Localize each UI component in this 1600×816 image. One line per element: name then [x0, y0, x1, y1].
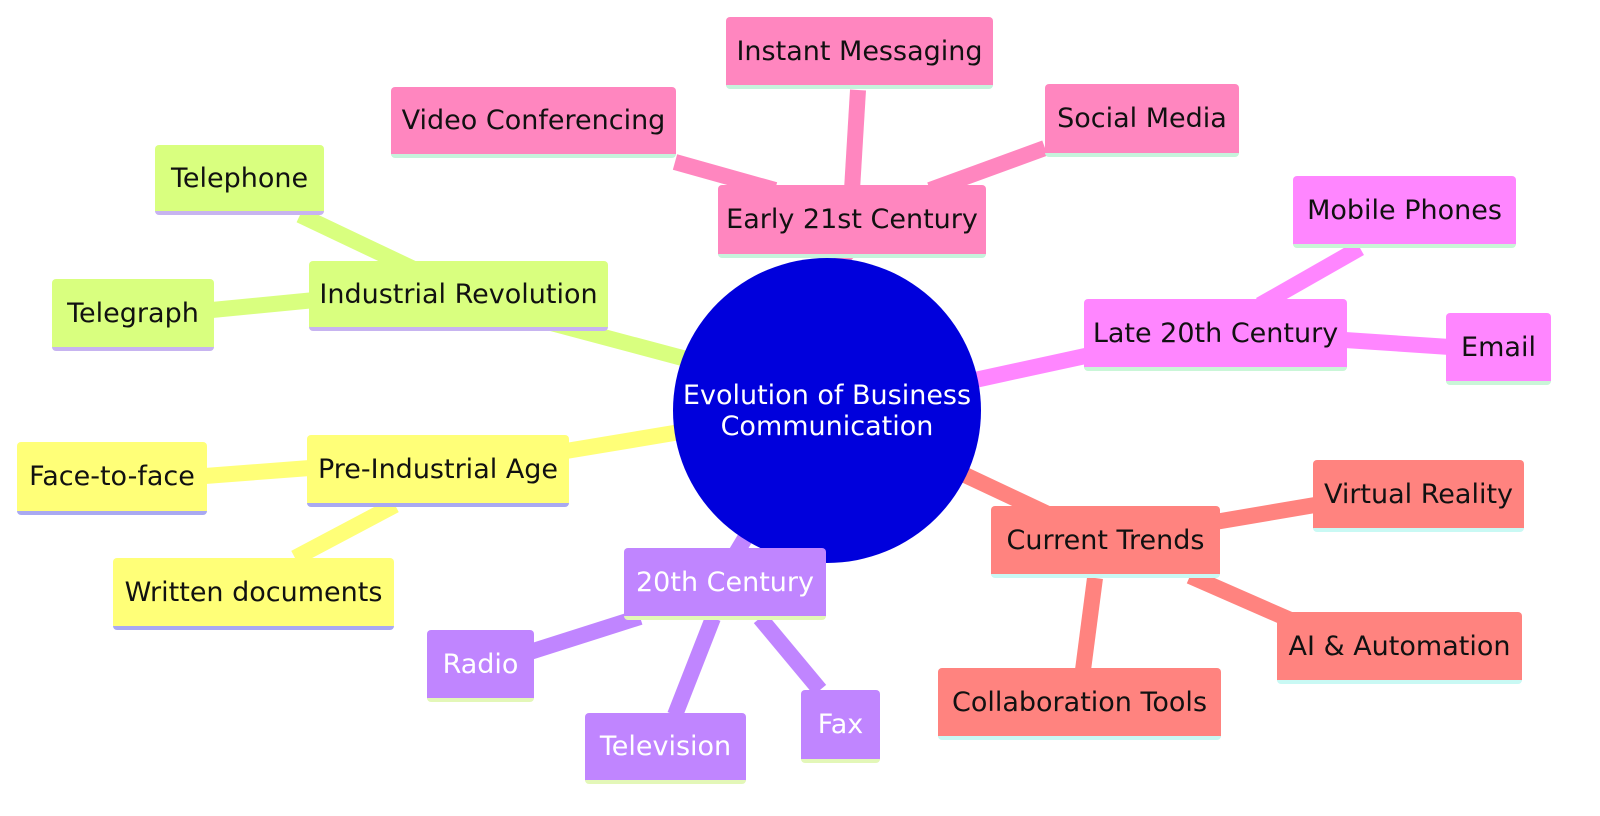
leaf-fax[interactable]: Fax	[801, 690, 880, 763]
edge-c20-fax	[753, 612, 827, 696]
root-label-line1: Evolution of Business	[682, 379, 972, 411]
edge-current-vr	[1213, 497, 1317, 530]
edge-industrial-telegraph	[211, 292, 316, 318]
leaf-television[interactable]: Television	[585, 713, 746, 784]
leaf-ai-automation[interactable]: AI & Automation	[1277, 612, 1522, 684]
branch-industrial-revolution[interactable]: Industrial Revolution	[309, 261, 608, 331]
leaf-mobile-phones[interactable]: Mobile Phones	[1293, 176, 1516, 248]
edge-pre-face	[204, 460, 311, 484]
edge-late20-email	[1344, 332, 1451, 355]
leaf-collaboration-tools[interactable]: Collaboration Tools	[938, 668, 1221, 740]
branch-pre-industrial-age[interactable]: Pre-Industrial Age	[307, 435, 569, 507]
edge-current-collab	[1075, 576, 1103, 672]
branch-late-20th-century[interactable]: Late 20th Century	[1084, 299, 1347, 371]
leaf-face-to-face[interactable]: Face-to-face	[17, 442, 207, 515]
leaf-written-documents[interactable]: Written documents	[113, 558, 394, 630]
branch-current-trends[interactable]: Current Trends	[991, 506, 1220, 578]
edge-c20-radio	[527, 609, 643, 660]
leaf-virtual-reality[interactable]: Virtual Reality	[1313, 460, 1524, 532]
branch-20th-century[interactable]: 20th Century	[624, 548, 826, 620]
edge-early21-im	[844, 89, 866, 191]
leaf-radio[interactable]: Radio	[427, 630, 534, 702]
leaf-video-conferencing[interactable]: Video Conferencing	[391, 87, 676, 158]
edge-pre-written	[291, 497, 399, 566]
edge-late20-mobile	[1256, 241, 1364, 312]
edge-root-pre	[558, 424, 682, 460]
edge-c20-tv	[667, 615, 721, 718]
edge-root-late20	[973, 347, 1092, 388]
leaf-instant-messaging[interactable]: Instant Messaging	[726, 17, 993, 89]
leaf-telephone[interactable]: Telephone	[155, 145, 324, 215]
leaf-email[interactable]: Email	[1446, 313, 1551, 385]
root-label-line2: Communication	[720, 410, 934, 442]
root-node[interactable]: Evolution of Business Communication	[673, 258, 981, 563]
leaf-social-media[interactable]: Social Media	[1045, 84, 1239, 157]
leaf-telegraph[interactable]: Telegraph	[52, 279, 214, 351]
branch-early-21st-century[interactable]: Early 21st Century	[718, 185, 986, 258]
edge-early21-social	[927, 140, 1048, 198]
